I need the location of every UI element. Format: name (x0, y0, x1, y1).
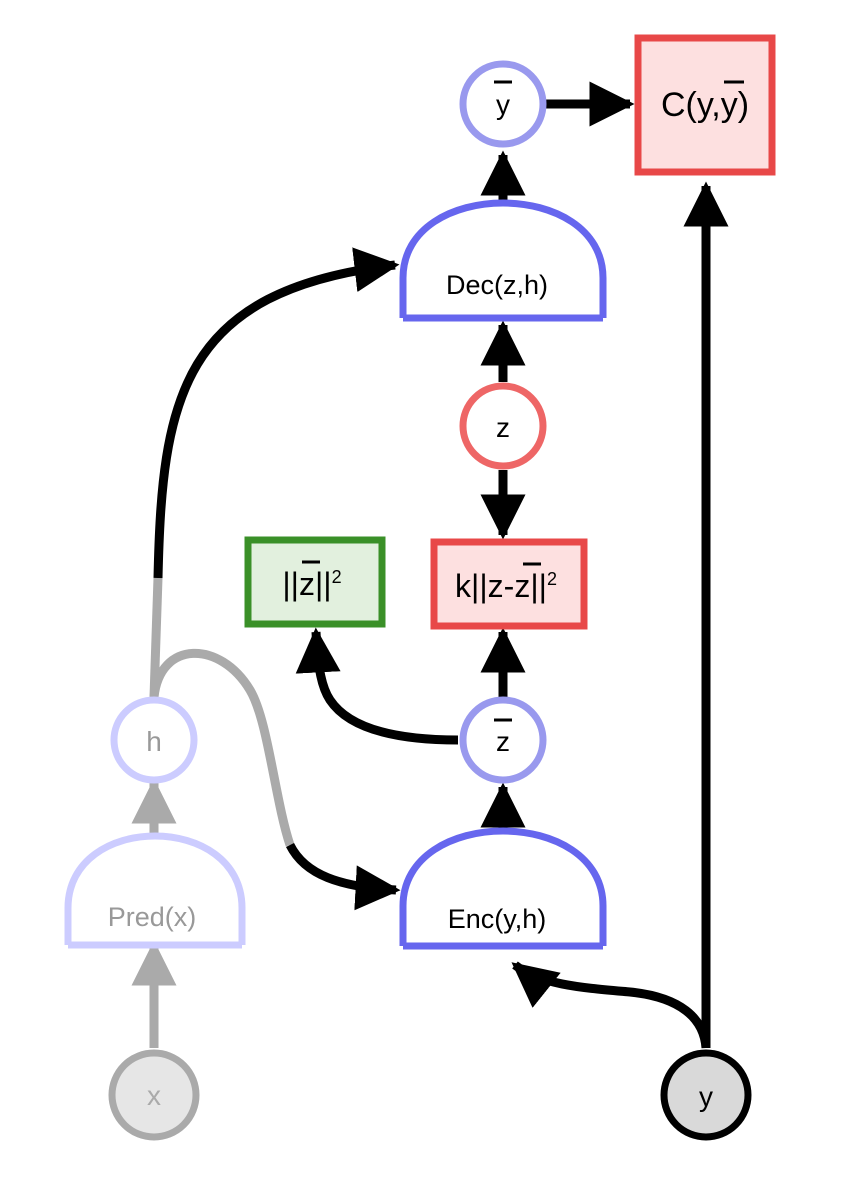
cost-module: C(y,y) (634, 34, 776, 176)
edge-h-to-enc (285, 842, 401, 911)
y-node: y (660, 1049, 752, 1141)
predictor-label: Pred(x) (108, 902, 197, 932)
decoder-label: Dec(z,h) (446, 270, 548, 300)
ybar-node: y (459, 60, 547, 148)
zbar-label: z (496, 726, 510, 757)
decoder-module: Dec(z,h) (399, 199, 607, 322)
z-node: z (459, 382, 547, 470)
abs-regularizer-module: ||z||2 (244, 536, 386, 628)
ybar-label: y (496, 89, 510, 120)
z-label: z (496, 412, 510, 443)
k-regularizer-label: k||z-z||2 (455, 568, 557, 604)
edge-h-to-dec (153, 247, 400, 579)
edge-zbar-to-absreg (295, 627, 459, 745)
edge-y-to-enc (511, 961, 711, 1049)
encoder-label: Enc(y,h) (448, 904, 547, 934)
h-label: h (146, 726, 162, 757)
zbar-node: z (459, 696, 547, 784)
edge-h-to-enc-gray (149, 648, 295, 847)
x-label: x (147, 1080, 161, 1111)
x-node: x (108, 1049, 200, 1141)
y-label: y (699, 1081, 713, 1112)
encoder-module: Enc(y,h) (399, 827, 607, 950)
cost-label: C(y,y) (661, 86, 749, 124)
abs-regularizer-label: ||z||2 (282, 566, 341, 602)
k-regularizer-module: k||z-z||2 (430, 538, 588, 630)
predictor-module: Pred(x) (64, 832, 246, 949)
h-node: h (110, 696, 198, 784)
